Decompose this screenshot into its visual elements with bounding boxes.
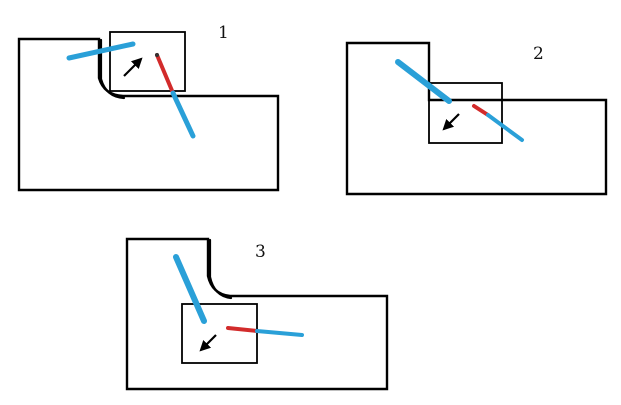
panel-1-blue-link-lower (170, 90, 196, 139)
panel-3-inner-box (181, 303, 258, 364)
panel-2-inner-box (428, 82, 503, 144)
panel-3-corner-fillet (208, 238, 233, 300)
panel-2-red-link (472, 104, 490, 117)
panel-2-workpiece-outline (345, 41, 608, 196)
panel-1-inner-box (109, 31, 186, 92)
panel-1-corner-fillet (99, 38, 126, 100)
panel-3: 3 (125, 237, 389, 391)
panel-1-workpiece-outline (17, 37, 280, 192)
panel-3-label: 3 (255, 242, 266, 262)
motion-arrow-icon (199, 334, 217, 352)
panel-3-blue-link-upper (173, 254, 207, 324)
panel-2-label: 2 (533, 44, 544, 64)
panel-3-blue-link-lower (255, 329, 304, 337)
panel-2: 2 (345, 41, 608, 196)
panel-2-blue-link-lower (486, 113, 524, 142)
panel-1-label: 1 (218, 23, 229, 43)
panel-1-blue-link-upper (66, 41, 136, 61)
panel-1: 1 (17, 23, 280, 192)
panel-3-red-link (226, 326, 259, 333)
motion-arrow-icon (442, 113, 460, 131)
panel-1-joint-dot (155, 53, 159, 57)
panel-1-red-link (155, 53, 175, 95)
motion-arrow-icon (123, 57, 143, 77)
panel-2-blue-link-upper (395, 59, 452, 104)
